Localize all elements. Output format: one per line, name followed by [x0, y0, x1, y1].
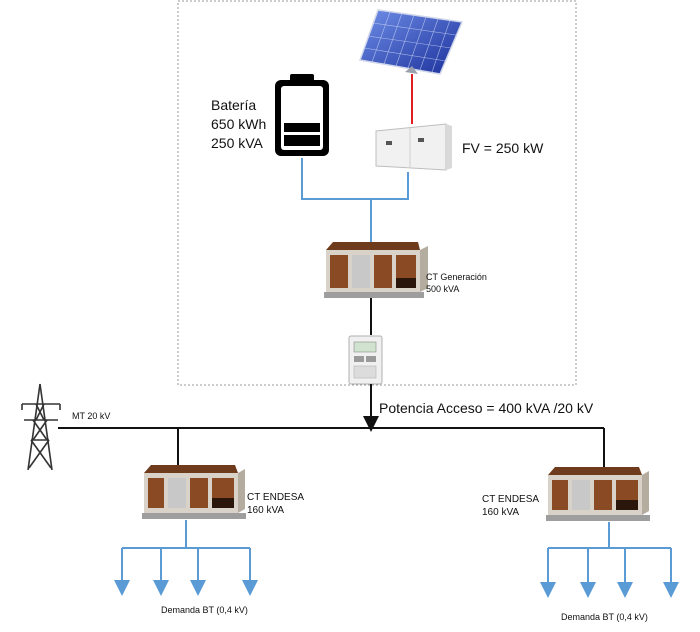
transmission-tower-icon	[21, 383, 61, 471]
pv-label: FV = 250 kW	[462, 140, 544, 156]
ct-endesa-right-icon	[546, 467, 650, 521]
battery-energy: 650 kWh	[211, 116, 267, 132]
demand-right-label: Demanda BT (0,4 kV)	[561, 612, 648, 622]
mv-grid-label: MT 20 kV	[72, 411, 111, 421]
ct-generacion-rating: 500 kVA	[426, 284, 460, 294]
battery-label: Batería 650 kWh 250 kVA	[211, 96, 266, 153]
ct-endesa-right-rating: 160 kVA	[482, 507, 520, 518]
access-power-label: Potencia Acceso = 400 kVA /20 kV	[379, 400, 594, 416]
ct-generacion-icon	[324, 242, 428, 298]
ct-generacion-name: CT Generación	[426, 272, 487, 282]
ct-endesa-left-name: CT ENDESA	[247, 492, 305, 503]
ct-endesa-right-label: CT ENDESA 160 kVA	[482, 493, 539, 519]
inverter-icon	[375, 123, 452, 171]
solar-panel-icon	[358, 9, 464, 75]
ct-endesa-left-label: CT ENDESA 160 kVA	[247, 491, 304, 517]
lv-bus-generation	[301, 158, 409, 242]
ct-endesa-left-rating: 160 kVA	[247, 505, 285, 516]
lv-demand-right	[540, 522, 679, 598]
plant-boundary	[177, 0, 577, 386]
mv-bus	[58, 427, 605, 470]
demand-left-label: Demanda BT (0,4 kV)	[161, 605, 248, 615]
ct-endesa-left-icon	[142, 465, 246, 519]
ct-endesa-right-name: CT ENDESA	[482, 494, 540, 505]
meter-icon	[348, 335, 383, 385]
battery-icon	[275, 74, 329, 156]
battery-title: Batería	[211, 97, 257, 113]
lv-demand-left	[114, 520, 258, 596]
ct-generacion-label: CT Generación 500 kVA	[426, 271, 487, 295]
battery-power: 250 kVA	[211, 135, 263, 151]
